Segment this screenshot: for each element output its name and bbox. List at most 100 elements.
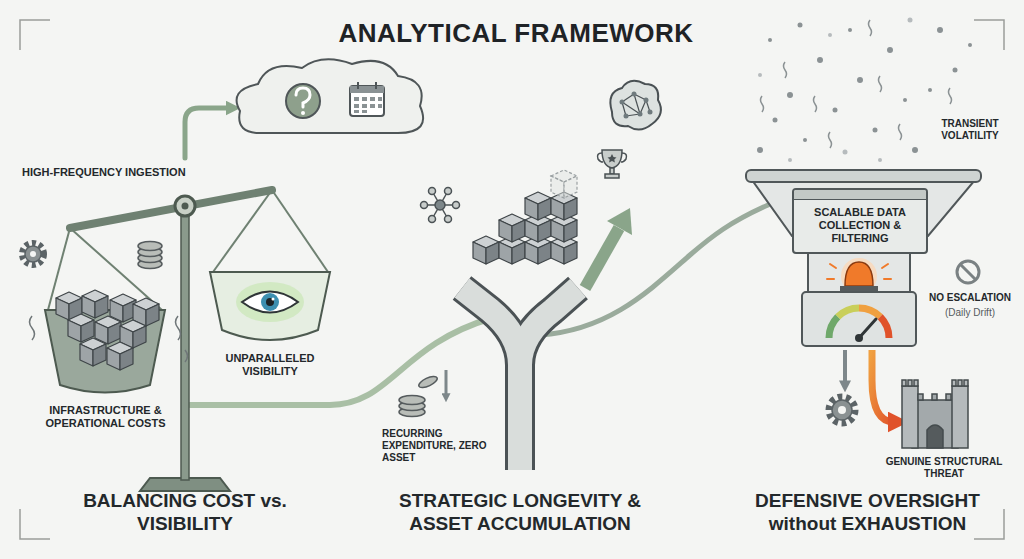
thought-cloud bbox=[237, 59, 424, 133]
visibility-pan bbox=[210, 272, 330, 340]
prohibition-sign bbox=[957, 261, 979, 283]
alarm-light bbox=[830, 264, 836, 268]
visibility-pan bbox=[236, 282, 304, 322]
network-icon bbox=[429, 216, 436, 223]
corner-bracket bbox=[20, 509, 50, 539]
growth-arrow bbox=[585, 228, 619, 288]
flow-line bbox=[540, 205, 768, 335]
volatility-particles bbox=[912, 147, 918, 153]
thought-cloud bbox=[354, 104, 359, 108]
funnel bbox=[746, 170, 981, 294]
cost-cubes bbox=[107, 342, 133, 370]
volatility-particles bbox=[887, 47, 893, 53]
castle-icon bbox=[908, 380, 912, 386]
fork-road bbox=[520, 288, 578, 365]
network-icon bbox=[421, 202, 428, 209]
motion-lines bbox=[176, 316, 181, 340]
asset-cubes bbox=[473, 236, 499, 264]
network-icon bbox=[445, 216, 452, 223]
gauge bbox=[802, 292, 916, 346]
balance-scale bbox=[272, 190, 328, 272]
cost-cubes bbox=[80, 338, 106, 366]
alarm-light bbox=[845, 262, 873, 286]
corner-bracket bbox=[20, 20, 50, 50]
gear-icon bbox=[829, 397, 855, 423]
annotation-note: (Daily Drift) bbox=[924, 307, 1016, 319]
volatility-particles bbox=[828, 33, 832, 37]
brain-icon bbox=[622, 102, 640, 114]
cost-cubes bbox=[68, 314, 94, 342]
gear-icon bbox=[832, 400, 852, 420]
balance-scale bbox=[175, 196, 195, 216]
thought-cloud bbox=[362, 97, 367, 101]
asset-cubes bbox=[551, 176, 564, 198]
brain-icon bbox=[620, 92, 653, 119]
funnel bbox=[746, 170, 981, 182]
brain-icon bbox=[620, 100, 625, 105]
gear-icon bbox=[838, 406, 846, 414]
coin-stack bbox=[138, 242, 162, 269]
volatility-particles bbox=[857, 77, 863, 83]
alarm-light bbox=[884, 278, 891, 280]
castle-icon bbox=[952, 386, 968, 448]
annotation-label: HIGH-FREQUENCY INGESTION bbox=[22, 166, 232, 179]
falling-coins bbox=[445, 370, 448, 396]
gauge bbox=[802, 292, 916, 346]
gauge bbox=[880, 317, 889, 338]
growth-arrow bbox=[585, 208, 632, 288]
balance-scale bbox=[182, 203, 189, 210]
motion-lines bbox=[30, 316, 188, 362]
growth-arrow bbox=[607, 208, 632, 235]
asset-cubes bbox=[551, 170, 577, 198]
annotation-label: GENUINE STRUCTURAL THREAT bbox=[876, 456, 1012, 480]
thought-cloud bbox=[354, 97, 359, 101]
fork-road bbox=[520, 288, 578, 365]
trophy-icon bbox=[621, 153, 627, 162]
castle-icon bbox=[902, 380, 906, 386]
thought-cloud bbox=[378, 104, 382, 108]
volatility-particles bbox=[903, 98, 907, 102]
panel-text: SCALABLE DATA COLLECTION & FILTERING bbox=[800, 206, 920, 246]
castle-icon bbox=[958, 380, 962, 386]
volatility-particles bbox=[937, 27, 943, 33]
visibility-pan bbox=[242, 292, 298, 313]
cost-cubes bbox=[95, 316, 121, 344]
trophy-icon bbox=[607, 154, 616, 162]
volatility-particles bbox=[784, 62, 787, 78]
gear-icon bbox=[25, 246, 41, 262]
visibility-pan bbox=[261, 293, 279, 311]
balance-scale bbox=[70, 190, 272, 228]
motion-lines bbox=[30, 316, 35, 340]
thought-cloud bbox=[378, 97, 382, 101]
volatility-particles bbox=[848, 28, 852, 32]
volatility-particles bbox=[873, 128, 878, 133]
castle-icon bbox=[952, 380, 956, 386]
gear-icon bbox=[22, 243, 44, 265]
volatility-particles bbox=[788, 158, 792, 162]
section-heading: DEFENSIVE OVERSIGHT without EXHAUSTION bbox=[725, 490, 1010, 536]
balance-scale bbox=[45, 190, 328, 491]
thought-cloud bbox=[237, 59, 424, 133]
prohibition-sign bbox=[960, 264, 976, 280]
asset-cubes bbox=[564, 176, 577, 198]
network-icon bbox=[453, 202, 460, 209]
corner-bracket bbox=[974, 20, 1004, 50]
gauge bbox=[855, 334, 863, 342]
alarm-light bbox=[827, 278, 834, 280]
thought-cloud bbox=[362, 104, 367, 108]
falling-coins bbox=[399, 370, 446, 417]
volatility-particles bbox=[968, 43, 972, 47]
castle-icon bbox=[946, 394, 951, 400]
volatility-particles bbox=[757, 147, 763, 153]
network-icon bbox=[435, 200, 445, 210]
thought-cloud bbox=[357, 82, 359, 89]
volatility-particles bbox=[949, 88, 952, 104]
thought-cloud bbox=[350, 86, 384, 93]
section-heading: STRATEGIC LONGEVITY & ASSET ACCUMULATION bbox=[380, 490, 660, 536]
asset-cubes bbox=[525, 192, 551, 220]
thought-cloud bbox=[375, 82, 377, 89]
volatility-particles bbox=[798, 23, 803, 28]
volatility-particles bbox=[878, 158, 882, 162]
annotation-label: NO ESCALATION bbox=[924, 292, 1016, 304]
